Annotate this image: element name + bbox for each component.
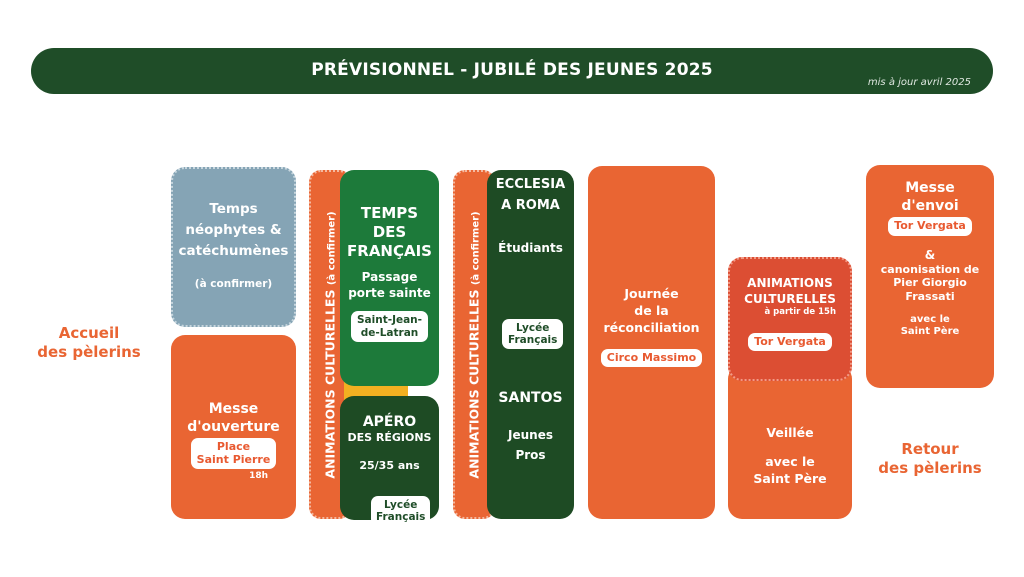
temps-francais-line3: FRANÇAIS <box>347 241 432 260</box>
ecclesia-block: ECCLESIA A ROMA Étudiants <box>487 170 574 255</box>
animations-tor-vergata-box: ANIMATIONS CULTURELLES à partir de 15h T… <box>728 257 852 381</box>
update-date: mis à jour avril 2025 <box>867 77 971 88</box>
messe-ouverture-line2: d'ouverture <box>187 418 280 435</box>
veillee-line1: Veillée <box>766 425 814 440</box>
envoi-with-line1: avec le <box>910 313 950 325</box>
envoi-amp: & <box>924 247 936 262</box>
neophytes-line3: catéchumènes <box>178 242 289 259</box>
ecclesia-line2: A ROMA <box>501 198 560 213</box>
ecclesia-lycee-line2: Français <box>508 334 558 347</box>
apero-lycee-line1: Lycée <box>384 499 418 511</box>
messe-time: 18h <box>249 471 268 482</box>
canonisation-line2: Pier Giorgio <box>893 276 967 290</box>
place-saint-pierre-badge: Place Saint Pierre <box>190 438 277 470</box>
circo-massimo-badge: Circo Massimo <box>600 348 703 368</box>
apero-line2: DES RÉGIONS <box>347 431 432 445</box>
animations-col3-note: (à confirmer) <box>470 210 482 285</box>
animations-col2-label: ANIMATIONS CULTURELLES (à confirmer) <box>323 211 338 478</box>
reconciliation-box: Journée de la réconciliation Circo Massi… <box>588 166 715 519</box>
passage-line2: porte sainte <box>348 285 431 300</box>
animations-col5-time: à partir de 15h <box>764 307 836 318</box>
temps-francais-box: TEMPS DES FRANÇAIS Passage porte sainte … <box>340 170 439 386</box>
page-title: PRÉVISIONNEL - JUBILÉ DES JEUNES 2025 <box>311 60 713 80</box>
canonisation-line1: canonisation de <box>880 262 980 276</box>
messe-envoi-box: Messe d'envoi Tor Vergata & canonisation… <box>866 165 994 388</box>
animations-col3-text: ANIMATIONS CULTURELLES <box>466 289 482 479</box>
temps-francais-line1: TEMPS <box>360 204 419 222</box>
santos-block: SANTOS Jeunes Pros <box>487 390 574 462</box>
messe-ouverture-line1: Messe <box>208 401 259 417</box>
reconciliation-line3: réconciliation <box>603 319 700 335</box>
retour-line1: Retour <box>901 440 959 458</box>
envoi-line2: d'envoi <box>901 197 959 214</box>
retour-line2: des pèlerins <box>878 458 982 477</box>
santos-title: SANTOS <box>498 390 563 406</box>
animations-col5-line1: ANIMATIONS <box>747 276 833 290</box>
ecclesia-sub: Étudiants <box>498 241 563 255</box>
veillee-line2: avec le <box>765 453 815 469</box>
accueil-line2: des pèlerins <box>37 342 141 361</box>
accueil-line1: Accueil <box>58 324 120 342</box>
accueil-label: Accueil des pèlerins <box>34 324 144 362</box>
messe-ouverture-box: Messe d'ouverture Place Saint Pierre 18h <box>171 335 296 519</box>
place-line1: Place <box>216 440 251 453</box>
ecclesia-lycee-badge: Lycée Français <box>502 319 564 350</box>
reconciliation-line2: de la <box>634 302 669 318</box>
santos-sub1: Jeunes <box>508 428 553 442</box>
reconciliation-line1: Journée <box>624 286 679 301</box>
animations-col3-label: ANIMATIONS CULTURELLES (à confirmer) <box>467 211 482 478</box>
ecclesia-line1: ECCLESIA <box>495 177 566 192</box>
animations-col2-text: ANIMATIONS CULTURELLES <box>322 289 338 479</box>
envoi-with-line2: Saint Père <box>900 326 960 338</box>
veillee-box: Veillée avec le Saint Père <box>728 365 852 519</box>
veillee-line3: Saint Père <box>753 470 827 486</box>
latran-line2: de-Latran <box>360 326 419 339</box>
apero-line1: APÉRO <box>362 414 417 430</box>
tor-vergata-badge: Tor Vergata <box>748 332 832 352</box>
neophytes-line2: néophytes & <box>185 221 282 238</box>
envoi-tor-vergata-badge: Tor Vergata <box>888 217 972 236</box>
canonisation-line3: Frassati <box>905 290 955 304</box>
neophytes-note: (à confirmer) <box>194 277 273 290</box>
apero-age: 25/35 ans <box>359 459 420 473</box>
envoi-line1: Messe <box>905 180 955 196</box>
header-banner: PRÉVISIONNEL - JUBILÉ DES JEUNES 2025 mi… <box>31 48 993 94</box>
latran-line1: Saint-Jean- <box>356 314 423 327</box>
temps-francais-line2: DES <box>372 222 407 241</box>
apero-lycee-badge: Lycée Français <box>371 496 431 527</box>
saint-jean-latran-badge: Saint-Jean- de-Latran <box>350 311 429 342</box>
ecclesia-lycee-line1: Lycée <box>516 322 550 334</box>
neophytes-box: Temps néophytes & catéchumènes (à confir… <box>171 167 296 327</box>
passage-line1: Passage <box>361 270 418 285</box>
retour-label: Retour des pèlerins <box>874 440 986 478</box>
apero-lycee-line2: Français <box>376 511 426 524</box>
animations-col5-line2: CULTURELLES <box>744 292 836 307</box>
santos-sub2: Pros <box>515 448 546 462</box>
neophytes-line1: Temps <box>209 201 258 217</box>
place-line2: Saint Pierre <box>196 452 271 466</box>
animations-col2-note: (à confirmer) <box>326 210 338 285</box>
